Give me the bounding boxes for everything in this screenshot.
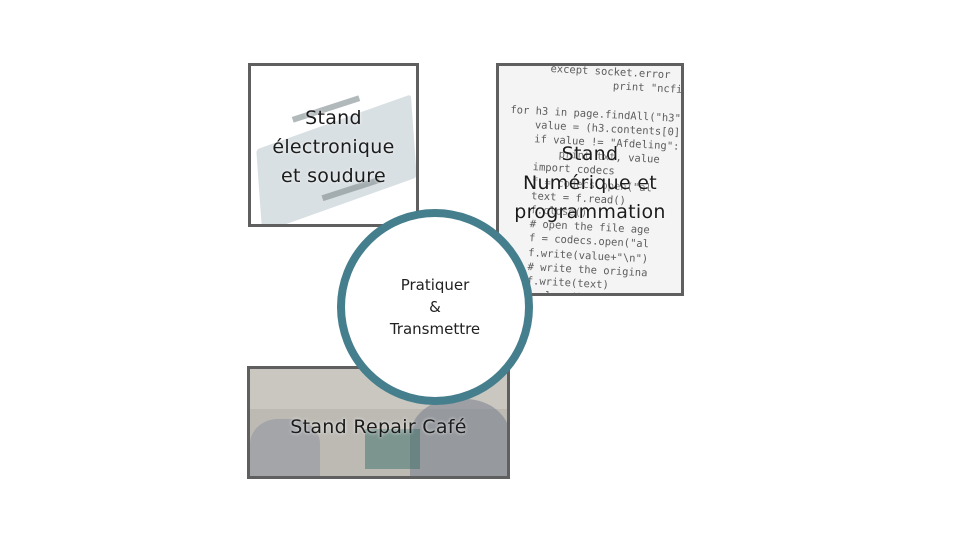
programming-stand-label: Stand Numérique et programmation xyxy=(514,143,666,223)
programming-stand-tile: except socket.error print "ncfi for h3 i… xyxy=(496,63,684,296)
center-line-transmettre: Transmettre xyxy=(389,320,481,338)
center-line-pratiquer: Pratiquer xyxy=(400,276,470,294)
electronics-stand-tile: Stand électronique et soudure xyxy=(248,63,419,227)
repair-cafe-stand-label: Stand Repair Café xyxy=(290,416,467,438)
center-circle: Pratiquer & Transmettre xyxy=(337,209,533,405)
center-line-ampersand: & xyxy=(429,298,441,316)
electronics-stand-label: Stand électronique et soudure xyxy=(272,107,395,187)
center-circle-text: Pratiquer & Transmettre xyxy=(390,274,480,340)
person-left-shape xyxy=(250,419,320,476)
person-right-shape xyxy=(410,399,507,476)
device-shape xyxy=(365,429,420,469)
